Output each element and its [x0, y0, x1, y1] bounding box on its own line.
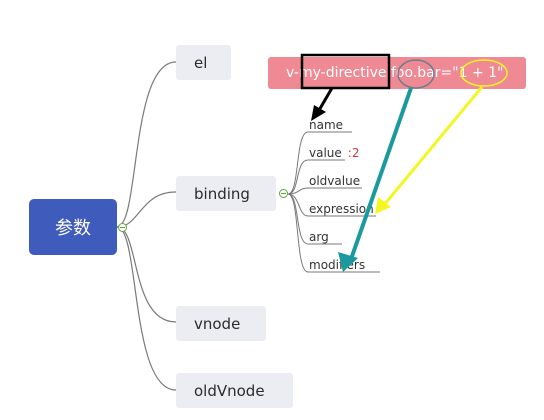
leaf-value-number: :2 [347, 146, 360, 160]
leaf-oldvalue[interactable]: oldvalue [309, 174, 360, 188]
connector-oldvnode [116, 226, 177, 391]
connector-expression [287, 193, 376, 217]
leaf-name[interactable]: name [309, 118, 343, 132]
branch-el-label: el [194, 53, 208, 72]
binding-collapse-icon[interactable] [279, 189, 288, 198]
connector-name [287, 131, 352, 195]
branch-vnode-label: vnode [194, 314, 241, 333]
binding-connectors [287, 131, 380, 273]
leaf-name-label: name [309, 118, 344, 132]
name-arrow-head [311, 105, 326, 121]
directive-code-banner: v-my-directive.foo.bar="1 + 1" [268, 57, 526, 89]
modifiers-arrow [348, 87, 413, 263]
root-collapse-icon[interactable] [118, 223, 127, 232]
root-label: 参数 [55, 218, 91, 239]
branch-oldvnode-label: oldVnode [194, 381, 265, 400]
branch-vnode[interactable]: vnode [176, 306, 266, 341]
expression-arrow [382, 86, 484, 206]
name-highlight-box [300, 53, 391, 90]
directive-code-text: v-my-directive.foo.bar="1 + 1" [286, 65, 504, 81]
leaf-arg[interactable]: arg [309, 230, 329, 244]
leaf-expression-label: expression [309, 202, 374, 216]
branch-binding-label: binding [194, 184, 250, 203]
expression-arrow-head [375, 197, 391, 214]
leaf-arg-label: arg [309, 230, 329, 244]
connector-el [116, 61, 177, 228]
leaf-value-label: value [309, 146, 342, 160]
modifier-highlight-ellipse [397, 59, 435, 89]
connector-modifiers [287, 193, 380, 273]
leaf-expression[interactable]: expression [309, 202, 374, 216]
expression-highlight-ellipse [460, 59, 508, 87]
connector-oldvalue [287, 187, 362, 195]
connector-arg [287, 193, 342, 245]
branch-oldvnode[interactable]: oldVnode [176, 373, 293, 408]
connector-value [287, 159, 345, 195]
root-node[interactable]: 参数 [29, 199, 117, 255]
branch-el[interactable]: el [176, 45, 231, 80]
leaf-oldvalue-label: oldvalue [309, 174, 361, 188]
name-arrow [316, 87, 334, 113]
leaf-value[interactable]: value :2 [309, 146, 359, 160]
modifiers-arrow-head [338, 252, 358, 272]
branch-binding[interactable]: binding [176, 176, 276, 211]
